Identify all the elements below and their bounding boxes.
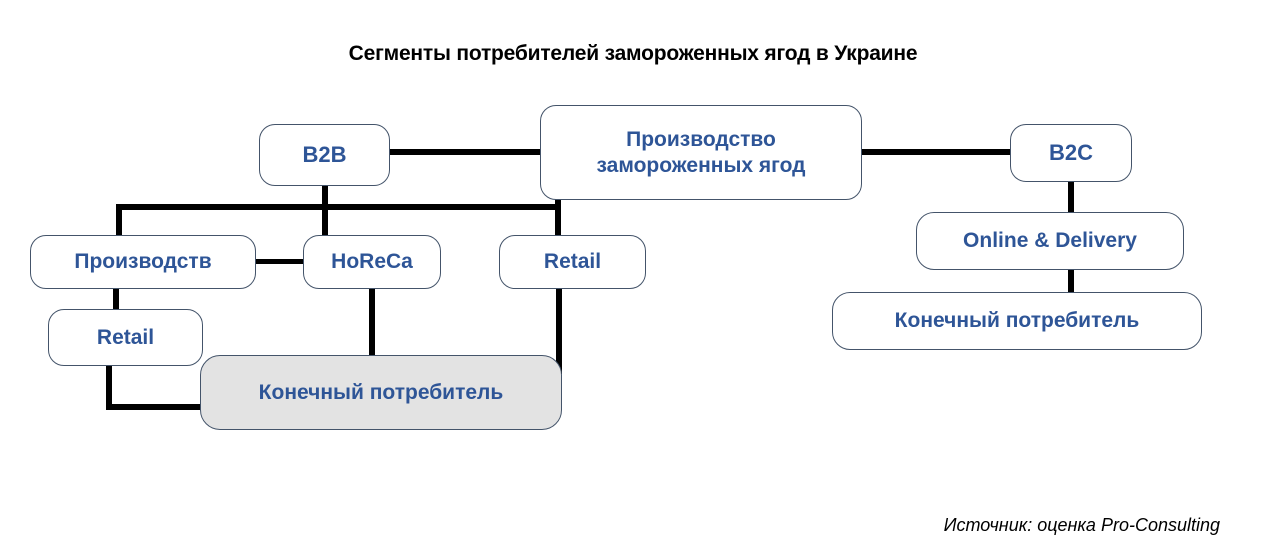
node-root[interactable]: Производство замороженных ягод — [540, 105, 862, 200]
connector-manufacturing-to-retail-left — [113, 288, 119, 310]
connector-b2b-stem — [322, 184, 328, 210]
connector-online-to-consumer-right — [1068, 268, 1074, 294]
connector-b2c-to-online — [1068, 180, 1074, 212]
node-online-delivery-label: Online & Delivery — [963, 229, 1137, 253]
connector-root-to-b2c — [860, 149, 1012, 155]
connector-bus-to-horeca — [322, 204, 328, 235]
node-b2b[interactable]: B2B — [259, 124, 390, 186]
node-root-label: Производство замороженных ягод — [596, 128, 806, 177]
connector-bus-horizontal — [116, 204, 561, 210]
node-horeca-label: HoReCa — [331, 250, 413, 274]
connector-root-stem — [555, 196, 561, 210]
node-end-consumer-left[interactable]: Конечный потребитель — [200, 355, 562, 430]
node-manufacturing-label: Производств — [74, 250, 212, 274]
node-horeca[interactable]: HoReCa — [303, 235, 441, 289]
node-manufacturing[interactable]: Производств — [30, 235, 256, 289]
node-retail-left[interactable]: Retail — [48, 309, 203, 366]
node-end-consumer-right[interactable]: Конечный потребитель — [832, 292, 1202, 350]
connector-horeca-to-consumer — [369, 288, 375, 356]
connector-retail-center-to-consumer — [556, 288, 562, 374]
connector-retail-left-down — [106, 352, 112, 410]
node-end-consumer-left-label: Конечный потребитель — [258, 380, 504, 404]
node-online-delivery[interactable]: Online & Delivery — [916, 212, 1184, 270]
page-title: Сегменты потребителей замороженных ягод … — [348, 42, 918, 65]
node-end-consumer-right-label: Конечный потребитель — [894, 309, 1140, 333]
node-retail-center[interactable]: Retail — [499, 235, 646, 289]
node-retail-center-label: Retail — [543, 250, 602, 274]
connector-manufacturing-to-horeca — [255, 259, 305, 264]
node-b2c-label: B2C — [1048, 139, 1093, 165]
source-note: Источник: оценка Pro-Consulting — [943, 515, 1220, 535]
node-b2b-label: B2B — [302, 141, 347, 167]
node-retail-left-label: Retail — [96, 325, 155, 349]
node-b2c[interactable]: B2C — [1010, 124, 1132, 182]
connector-bus-to-manufacturing — [116, 204, 122, 235]
connector-b2b-to-root — [389, 149, 542, 155]
connector-bus-to-retail-center — [555, 204, 561, 235]
connector-retail-left-to-consumer — [106, 404, 216, 410]
